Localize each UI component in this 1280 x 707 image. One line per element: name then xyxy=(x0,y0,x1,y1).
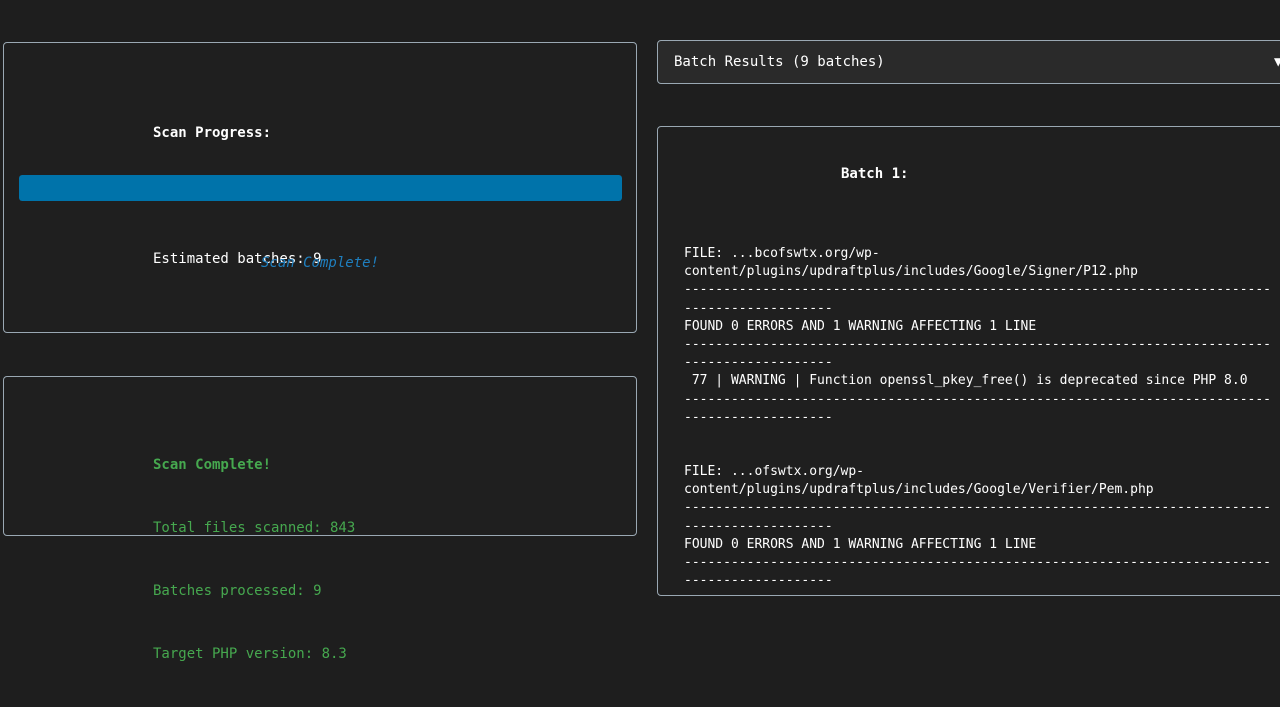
scan-summary-panel: Scan Complete! Total files scanned: 843 … xyxy=(3,376,637,662)
found-summary-line: FOUND 0 ERRORS AND 1 WARNING AFFECTING 1… xyxy=(684,536,1037,552)
scan-progress-panel: Scan Progress: Total files: 843 Estimate… xyxy=(3,42,637,333)
batch-results-title: Batch Results (9 batches) xyxy=(674,54,885,70)
php-version-text: Target PHP version: 8.3 xyxy=(153,646,347,662)
batch-results-panel: Batch 1: FILE: ...bcofswtx.org/wp- conte… xyxy=(657,126,1280,596)
scan-status-text: Scan Complete! xyxy=(260,255,379,271)
report-divider: ----------------------------------------… xyxy=(684,500,1271,534)
report-divider: ----------------------------------------… xyxy=(684,337,1271,371)
batch-title: Batch 1: xyxy=(841,166,909,182)
progress-bar xyxy=(19,175,622,201)
scan-progress-heading: Scan Progress: xyxy=(153,125,272,141)
warning-message-line: 77 | WARNING | Function openssl_pkey_fre… xyxy=(684,373,1248,389)
scan-summary-text: Scan Complete! Total files scanned: 843 … xyxy=(153,413,355,707)
file-path-line: content/plugins/updraftplus/includes/Goo… xyxy=(684,264,1138,280)
estimated-batches-text: Estimated batches: 9 xyxy=(153,251,322,267)
summary-heading: Scan Complete! xyxy=(153,457,272,473)
batch-report: FILE: ...bcofswtx.org/wp- content/plugin… xyxy=(684,245,1276,590)
batches-processed-text: Batches processed: 9 xyxy=(153,583,322,599)
batch-results-toggle[interactable]: Batch Results (9 batches) ▼ xyxy=(657,40,1280,84)
progress-bar-fill xyxy=(19,175,622,201)
report-spacer xyxy=(684,427,1276,463)
triangle-down-icon: ▼ xyxy=(1274,54,1280,70)
files-scanned-text: Total files scanned: 843 xyxy=(153,520,356,536)
file-path-line: FILE: ...ofswtx.org/wp- xyxy=(684,464,865,480)
report-divider: ----------------------------------------… xyxy=(684,282,1271,316)
report-divider: ----------------------------------------… xyxy=(684,555,1271,589)
found-summary-line: FOUND 0 ERRORS AND 1 WARNING AFFECTING 1… xyxy=(684,318,1037,334)
file-path-line: FILE: ...bcofswtx.org/wp- xyxy=(684,246,880,261)
file-path-line: content/plugins/updraftplus/includes/Goo… xyxy=(684,482,1154,498)
report-divider: ----------------------------------------… xyxy=(684,391,1271,425)
